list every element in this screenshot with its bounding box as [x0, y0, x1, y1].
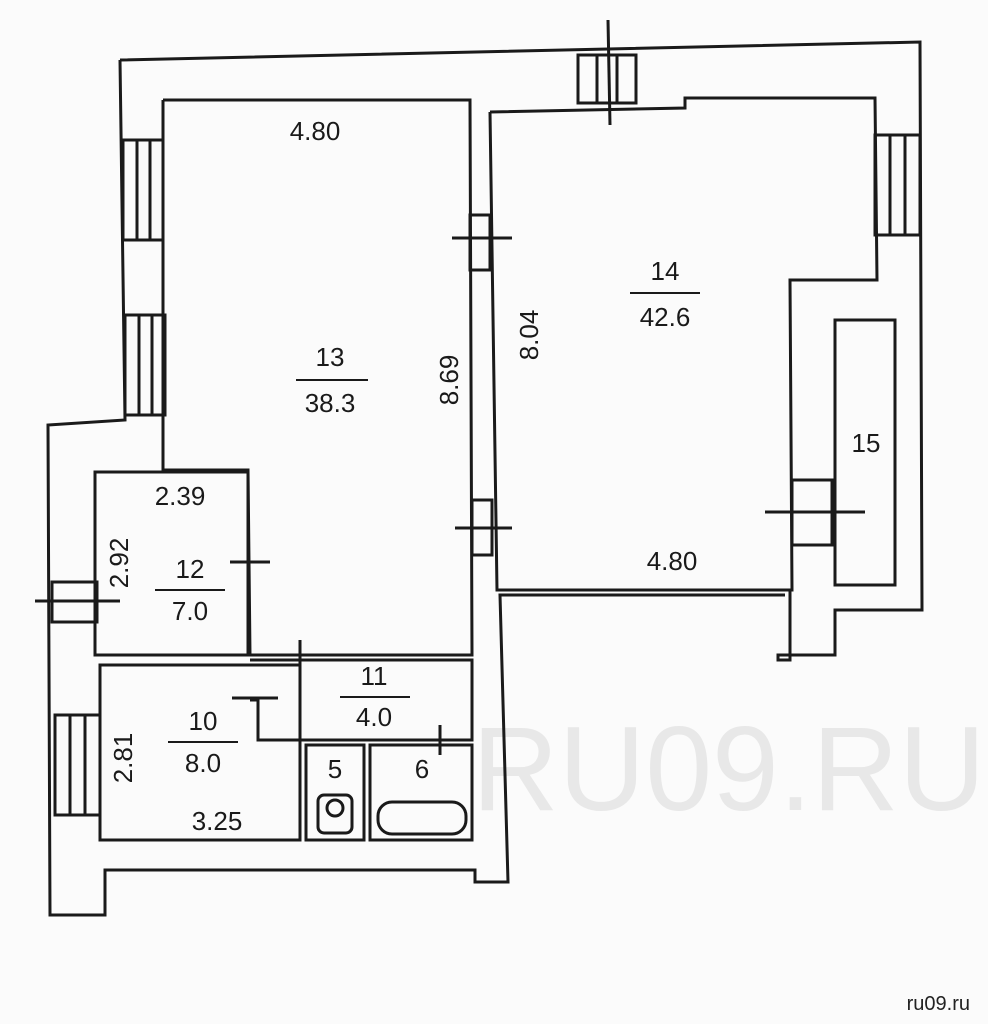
dim-room12-width: 2.39: [155, 481, 206, 511]
room-12-area: 7.0: [172, 596, 208, 626]
room-6-number: 6: [415, 754, 429, 784]
room-10-area: 8.0: [185, 748, 221, 778]
room-6-wall: [368, 743, 474, 842]
dim-room10-length: 2.81: [108, 733, 138, 784]
site-label: ru09.ru: [907, 993, 970, 1015]
outer-wall: [119, 40, 924, 662]
dim-room14-width: 4.80: [647, 546, 698, 576]
toilet-bowl-icon: [325, 798, 345, 818]
room-5-number: 5: [328, 754, 342, 784]
toilet-icon: [316, 793, 354, 835]
room-11-area: 4.0: [356, 702, 392, 732]
dim-room14-length: 8.04: [514, 310, 544, 361]
room-15-wall: [833, 318, 897, 587]
room-11-wall: [250, 658, 474, 742]
room-11-number: 11: [361, 661, 388, 691]
door-marks: [230, 19, 865, 755]
room-14-wall: [488, 96, 879, 592]
room-12-number: 12: [176, 554, 205, 584]
room-13-number: 13: [316, 342, 345, 372]
dim-room10-width: 3.25: [192, 806, 243, 836]
window-icon: [35, 53, 922, 817]
watermark: RU09.RU: [472, 702, 985, 836]
bathtub-icon: [376, 800, 468, 836]
dim-room13-width: 4.80: [290, 116, 341, 146]
room-15-number: 15: [852, 428, 881, 458]
dim-room12-length: 2.92: [104, 538, 134, 589]
room-5-wall: [304, 743, 366, 842]
outer-wall-left: [46, 59, 785, 917]
room-14-area: 42.6: [640, 302, 691, 332]
room-10-number: 10: [189, 706, 218, 736]
room-13-area: 38.3: [305, 388, 356, 418]
dim-room13-length: 8.69: [434, 355, 464, 406]
room-13-wall: [161, 98, 474, 657]
room-14-number: 14: [651, 256, 680, 286]
